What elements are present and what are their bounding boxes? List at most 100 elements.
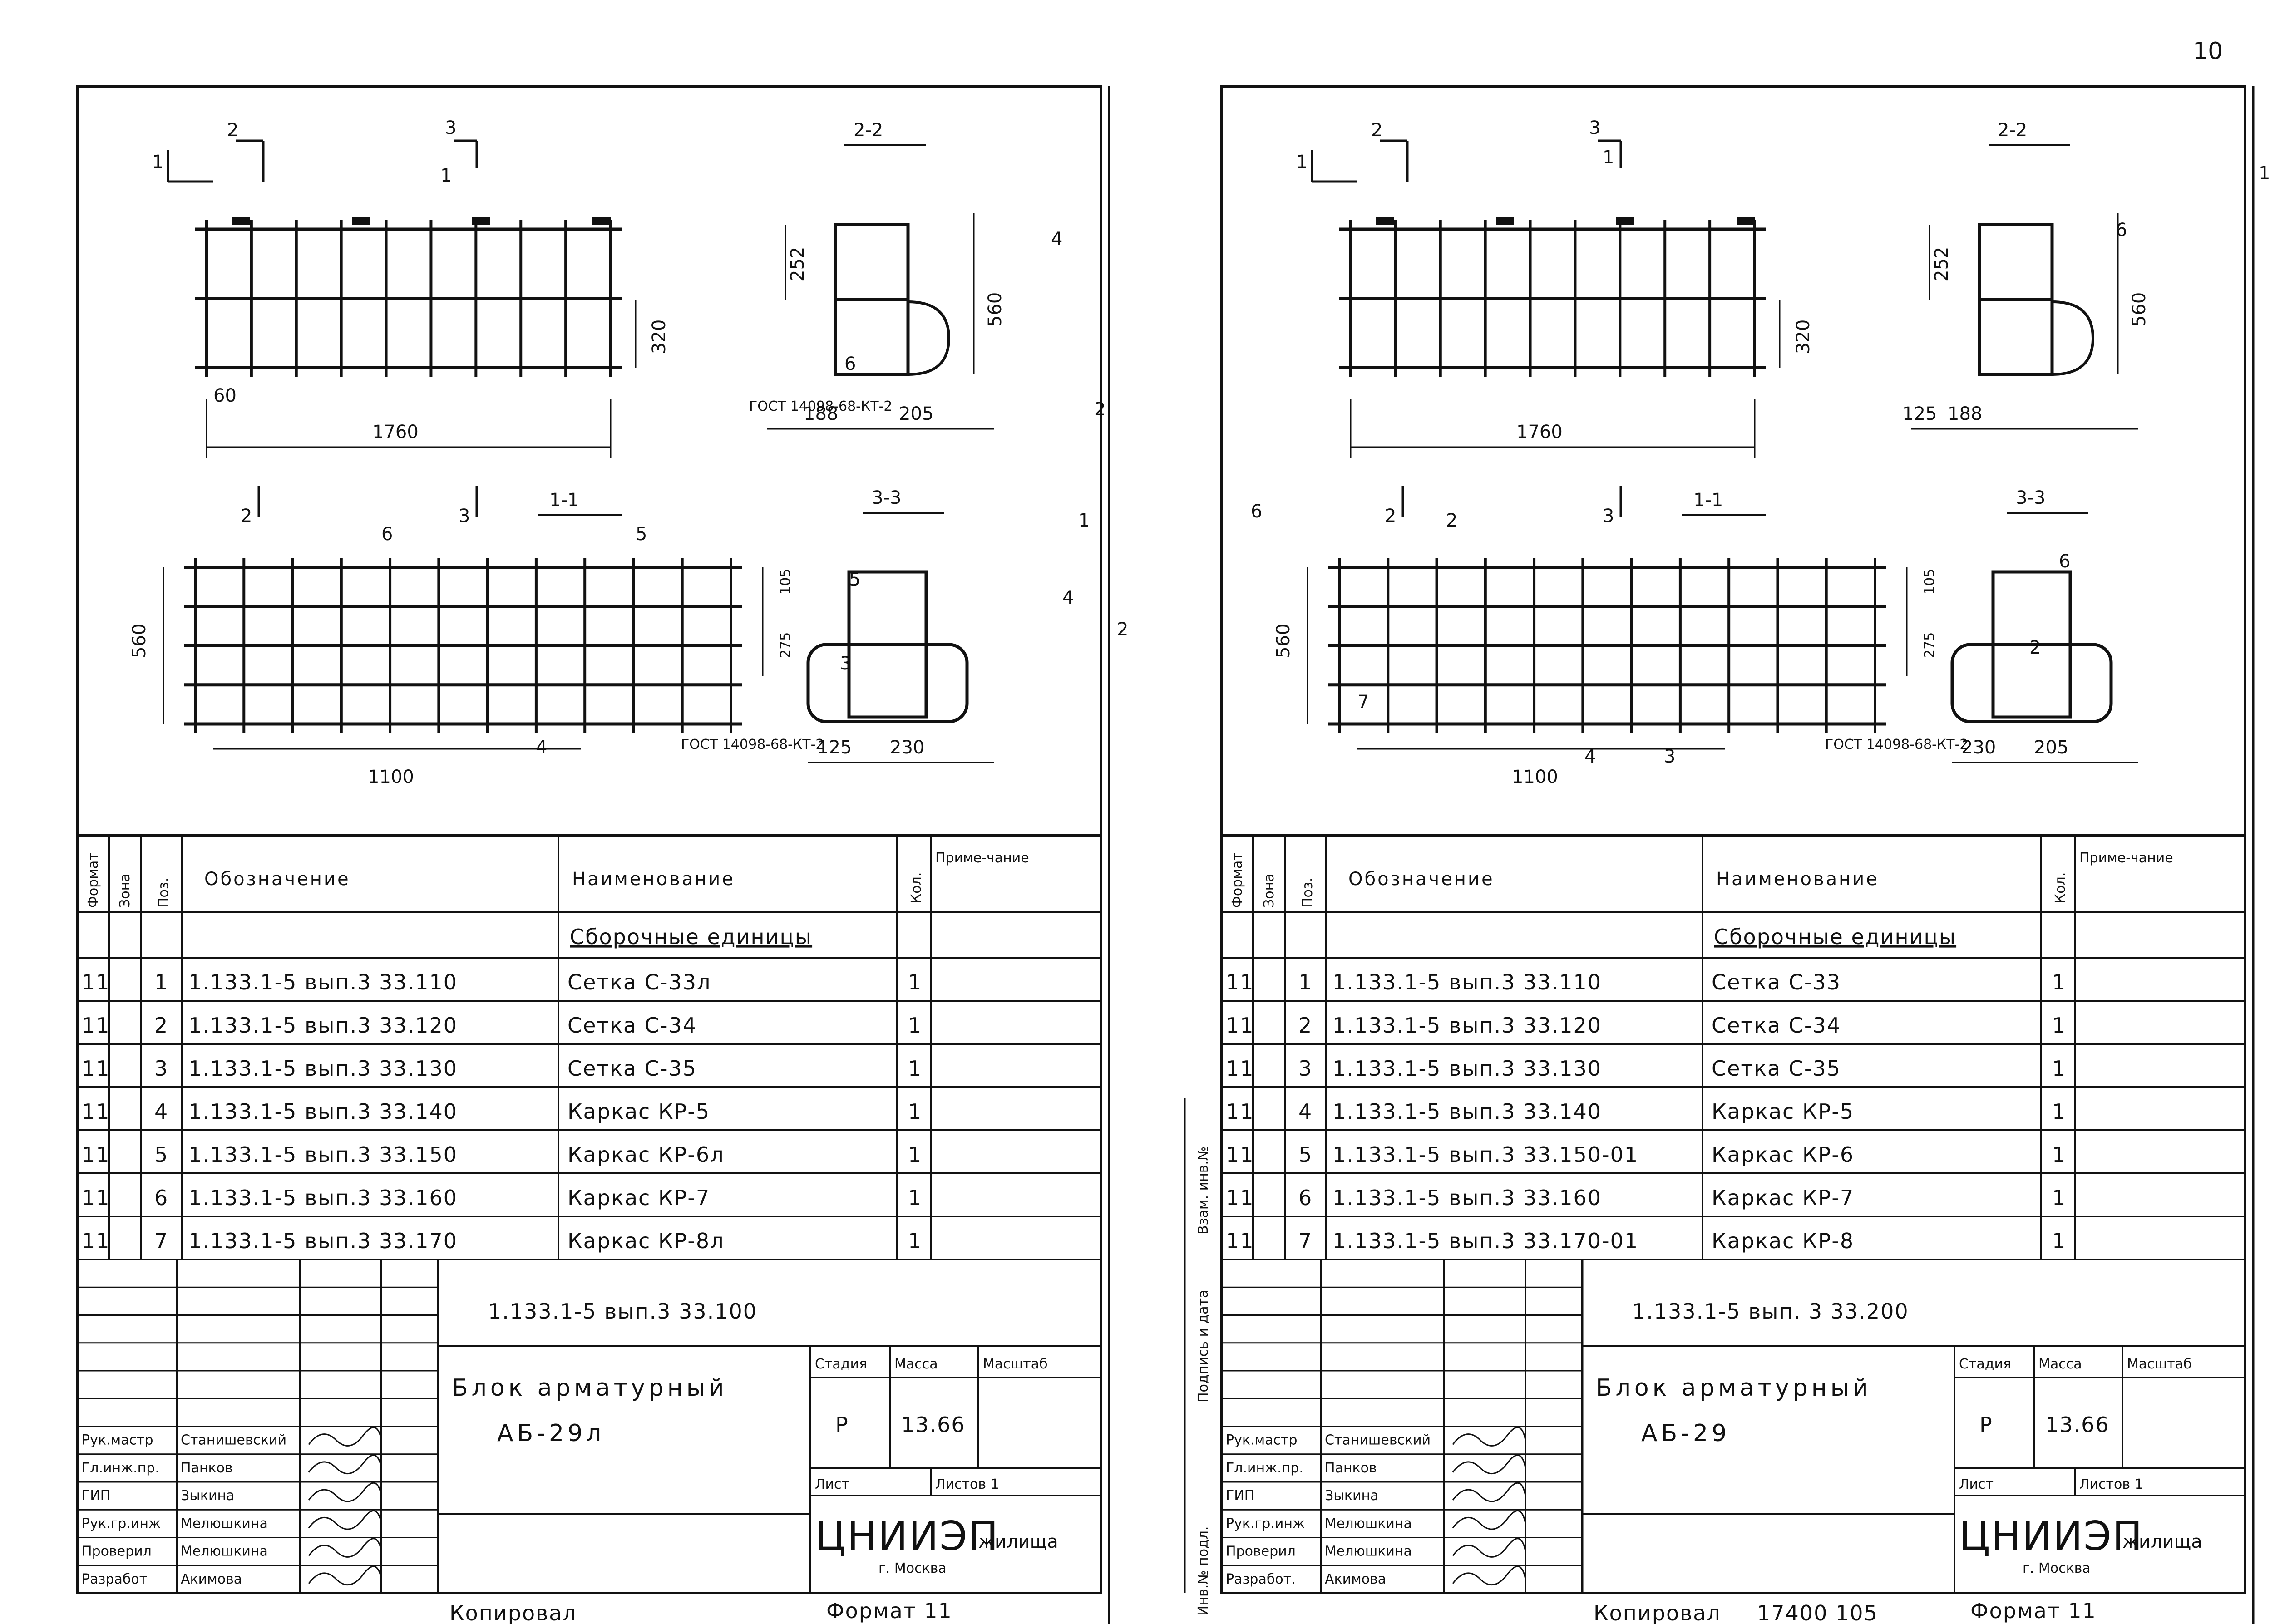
section-3-3-title: 3-3 (872, 487, 901, 508)
callout-c3: 3 (1664, 746, 1675, 767)
callout-c6: 6 (844, 354, 856, 374)
callout-c2: 2 (2029, 637, 2041, 658)
row-designation: 1.133.1-5 вып.3 33.160 (188, 1186, 458, 1210)
callout-c2: 2 (1094, 399, 1105, 420)
section-mark-1: 1 (152, 152, 163, 172)
row-pos: 2 (1298, 1013, 1313, 1038)
dim-1760: 1760 (1516, 422, 1563, 443)
row-name: Каркас КР-6л (568, 1142, 725, 1167)
row-designation: 1.133.1-5 вып.3 33.120 (1332, 1013, 1602, 1038)
row-qty: 1 (908, 1013, 922, 1038)
callout-c1: 1 (1078, 510, 1090, 531)
section-mark-2-low: 2 (1385, 506, 1396, 527)
col-designation: Обозначение (204, 869, 350, 890)
row-designation: 1.133.1-5 вып.3 33.150-01 (1332, 1142, 1638, 1167)
staff-name: Акимова (181, 1571, 242, 1587)
row-name: Каркас КР-8л (568, 1229, 725, 1253)
row-name: Каркас КР-5 (1712, 1099, 1854, 1124)
staff-role: ГИП (1226, 1488, 1254, 1504)
row-designation: 1.133.1-5 вып.3 33.170 (188, 1229, 458, 1253)
dim-560-section: 560 (985, 292, 1006, 327)
staff-role: Проверил (82, 1544, 152, 1560)
row-qty: 1 (2052, 1142, 2066, 1167)
row-qty: 1 (908, 1056, 922, 1081)
row-pos: 7 (154, 1229, 168, 1253)
row-format: 11 (1226, 1056, 1254, 1081)
staff-name: Мелюшкина (181, 1544, 268, 1560)
staff-role: Рук.гр.инж (82, 1516, 161, 1531)
row-designation: 1.133.1-5 вып.3 33.150 (188, 1142, 458, 1167)
dim-320: 320 (1793, 320, 1814, 354)
gost-note-b: ГОСТ 14098-68-КТ-2 (681, 737, 824, 753)
row-name: Каркас КР-7 (1712, 1186, 1854, 1210)
organization-name: ЦНИИЭП (1959, 1513, 2143, 1560)
dim-252: 252 (787, 247, 808, 281)
staff-name: Мелюшкина (1325, 1544, 1412, 1560)
staff-name: Мелюшкина (181, 1516, 268, 1531)
row-name: Сетка С-33л (568, 970, 711, 994)
row-qty: 1 (908, 1186, 922, 1210)
dim-560-elev: 560 (1273, 624, 1294, 658)
footer-format: Формат 11 (826, 1599, 952, 1623)
dim-188: 188 (804, 404, 838, 424)
mass-label: Масса (894, 1356, 938, 1372)
section-1-1-title: 1-1 (549, 490, 579, 511)
sheet-label: Лист (1959, 1476, 1994, 1492)
row-name: Каркас КР-6 (1712, 1142, 1854, 1167)
footer-format: Формат 11 (1970, 1599, 2097, 1623)
section-hook (2052, 300, 2095, 376)
lifting-loop-mark (1376, 217, 1394, 225)
footer-extra-number: 17400 105 (1757, 1601, 1878, 1624)
dim-230-sec3: 230 (890, 737, 924, 758)
callout-c4: 4 (1062, 587, 1074, 608)
footer-copied-by: Копировал (1594, 1601, 1721, 1624)
signature-mark (1452, 1510, 1526, 1530)
row-format: 11 (82, 1229, 110, 1253)
dim-105: 105 (1922, 569, 1938, 595)
row-format: 11 (82, 1099, 110, 1124)
plan-view-mesh (195, 220, 622, 377)
staff-role: Проверил (1226, 1544, 1296, 1560)
row-qty: 1 (908, 1229, 922, 1253)
document-code: 1.133.1-5 вып.3 33.100 (488, 1299, 757, 1324)
col-format: Формат (1229, 852, 1245, 908)
col-pos: Поз. (1300, 878, 1316, 908)
row-format: 11 (1226, 1013, 1254, 1038)
gost-note-b: ГОСТ 14098-68-КТ-2 (1825, 737, 1969, 753)
stage-value: Р (835, 1412, 849, 1437)
section-2-2-title: 2-2 (854, 120, 883, 141)
scale-label: Масштаб (983, 1356, 1048, 1372)
section-mark-3-low: 3 (459, 506, 470, 527)
row-format: 11 (82, 1186, 110, 1210)
signature-mark (1452, 1565, 1526, 1586)
row-qty: 1 (2052, 970, 2066, 994)
organization-name: ЦНИИЭП (815, 1513, 999, 1560)
callout-c5: 5 (849, 569, 860, 590)
col-name: Наименование (1716, 869, 1879, 890)
row-pos: 4 (1298, 1099, 1313, 1124)
lifting-loop-mark (1616, 217, 1634, 225)
scale-label: Масштаб (2127, 1356, 2192, 1372)
col-designation: Обозначение (1348, 869, 1495, 890)
footer-copied-by: Копировал (449, 1601, 577, 1624)
row-pos: 6 (1298, 1186, 1313, 1210)
signature-mark (1452, 1454, 1526, 1475)
row-name: Сетка С-35 (568, 1056, 697, 1081)
row-format: 11 (82, 1056, 110, 1081)
col-zone: Зона (1261, 873, 1277, 908)
sheets-count-label: Листов 1 (2079, 1476, 2143, 1492)
elevation-mesh (184, 558, 742, 733)
sheet-label: Лист (815, 1476, 849, 1492)
plan-view-mesh (1339, 220, 1766, 377)
callout-c6: 6 (1251, 501, 1262, 522)
section-assembly-units: Сборочные единицы (1714, 925, 1956, 949)
mass-value: 13.66 (2045, 1412, 2110, 1437)
section-mark-2: 2 (227, 120, 238, 141)
staff-role: Гл.инж.пр. (82, 1460, 159, 1476)
row-pos: 7 (1298, 1229, 1313, 1253)
row-pos: 1 (1298, 970, 1313, 994)
section-mark-3: 3 (445, 118, 456, 138)
